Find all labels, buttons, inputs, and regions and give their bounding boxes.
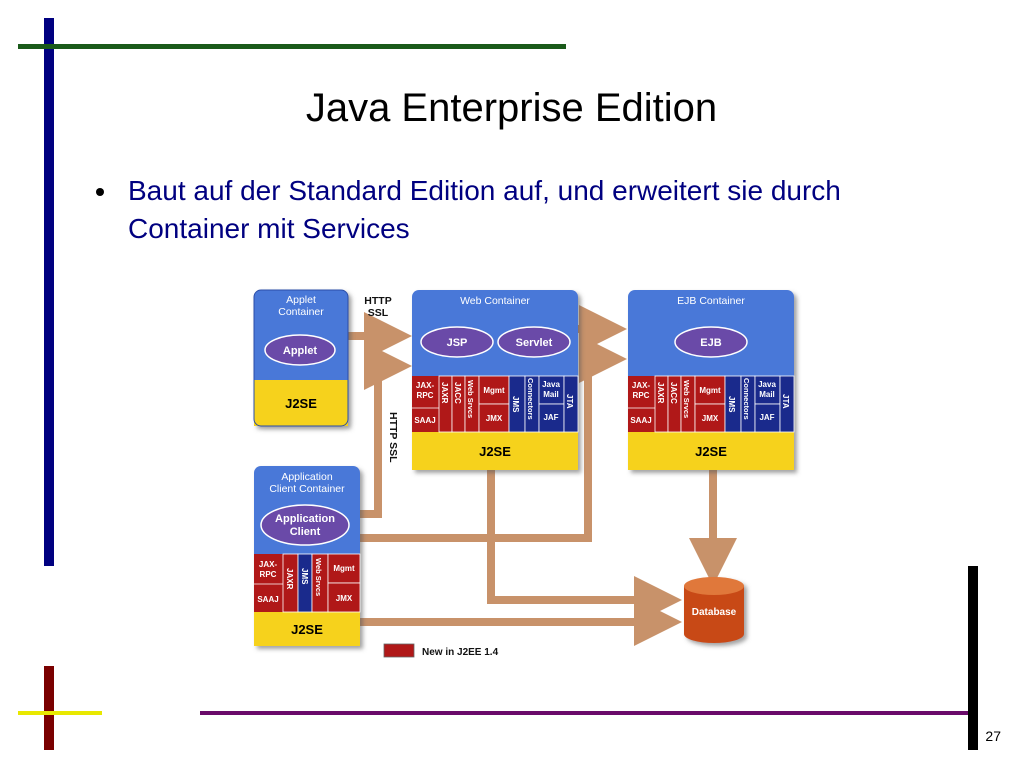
client-svc-rpc: RPC <box>260 570 277 579</box>
ejb-svc-connectors: Connectors <box>742 378 751 420</box>
app-client-pill <box>260 504 350 546</box>
applet-pill <box>264 334 336 366</box>
ejb-svc-saaj: SAAJ <box>630 416 651 425</box>
ejb-svc-jaxr: JAXR <box>656 382 665 404</box>
bottom-purple-line <box>200 711 978 715</box>
ssl-label-top: SSL <box>368 307 389 319</box>
j2ee-architecture-diagram: HTTP SSL HTTP SSL Applet Container Apple… <box>253 289 795 658</box>
right-black-bar <box>968 566 978 750</box>
legend-label: New in J2EE 1.4 <box>422 647 499 658</box>
servlet-pill <box>497 326 571 358</box>
client-svc-jmx: JMX <box>336 594 353 603</box>
ejb-services-block <box>628 375 795 433</box>
database-cylinder <box>684 577 744 643</box>
jsp-label: JSP <box>447 337 468 349</box>
ejb-svc-mgmt: Mgmt <box>699 386 721 395</box>
arrows <box>348 305 737 646</box>
ejb-pill <box>674 326 748 358</box>
web-svc-web-srvcs: Web Srvcs <box>466 380 475 418</box>
ejb-svc-jax: JAX- <box>632 381 651 390</box>
ejb-svc-java: Java <box>758 380 776 389</box>
http-label-top: HTTP <box>364 295 391 307</box>
web-svc-jacc: JACC <box>453 382 462 404</box>
bullet-marker <box>96 188 104 196</box>
app-client-services-block <box>254 553 361 613</box>
ejb-j2se-label: J2SE <box>695 444 727 459</box>
web-svc-jta: JTA <box>565 394 574 409</box>
arrow-client-to-ejb <box>360 335 627 542</box>
app-client-label-1: Application <box>275 513 335 525</box>
client-svc-jaxr: JAXR <box>285 568 294 590</box>
web-container-title: Web Container <box>460 295 530 307</box>
ejb-svc-web-srvcs: Web Srvcs <box>682 380 691 418</box>
client-svc-saaj: SAAJ <box>257 595 278 604</box>
arrow-client-to-web <box>360 342 412 518</box>
jsp-pill <box>420 326 494 358</box>
client-svc-mgmt: Mgmt <box>333 564 355 573</box>
ejb-svc-jmx: JMX <box>702 414 719 423</box>
applet-j2se-label: J2SE <box>285 396 317 411</box>
web-svc-jaf: JAF <box>543 413 558 422</box>
web-svc-jmx: JMX <box>486 414 503 423</box>
ejb-svc-jaf: JAF <box>759 413 774 422</box>
arrow-web-to-database <box>487 470 682 624</box>
ejb-svc-jacc: JACC <box>669 382 678 404</box>
client-svc-jms: JMS <box>300 568 309 585</box>
web-svc-jms: JMS <box>511 396 520 413</box>
http-ssl-vertical-label: HTTP SSL <box>387 412 399 463</box>
ejb-svc-mail: Mail <box>759 390 775 399</box>
app-client-j2se-label: J2SE <box>291 622 323 637</box>
database-label: Database <box>692 607 737 618</box>
top-green-line <box>18 44 566 49</box>
ejb-container-title: EJB Container <box>677 295 745 307</box>
app-client-title-2: Client Container <box>269 483 345 495</box>
slide-title: Java Enterprise Edition <box>305 86 718 130</box>
ejb-label: EJB <box>700 337 721 349</box>
bottom-yellow-line <box>18 711 102 715</box>
ejb-svc-jms: JMS <box>727 396 736 413</box>
servlet-label: Servlet <box>516 337 553 349</box>
web-svc-connectors: Connectors <box>526 378 535 420</box>
ejb-svc-rpc: RPC <box>633 391 650 400</box>
bullet-text: Baut auf der Standard Edition auf, und e… <box>128 175 841 244</box>
web-j2se-label: J2SE <box>479 444 511 459</box>
web-svc-rpc: RPC <box>417 391 434 400</box>
web-svc-mail: Mail <box>543 390 559 399</box>
app-client-title-1: Application <box>281 471 333 483</box>
web-services-block <box>412 375 579 433</box>
app-client-label-2: Client <box>290 526 321 538</box>
web-svc-mgmt: Mgmt <box>483 386 505 395</box>
web-svc-java: Java <box>542 380 560 389</box>
left-blue-bar <box>44 18 54 566</box>
client-svc-web-srvcs: Web Srvcs <box>314 558 323 596</box>
web-svc-saaj: SAAJ <box>414 416 435 425</box>
applet-container-title-2: Container <box>278 306 324 318</box>
web-svc-jax: JAX- <box>416 381 435 390</box>
client-svc-jax: JAX- <box>259 560 278 569</box>
ejb-svc-jta: JTA <box>781 394 790 409</box>
bottom-red-bar <box>44 666 54 750</box>
applet-label: Applet <box>283 345 318 357</box>
web-svc-jaxr: JAXR <box>440 382 449 404</box>
applet-container-title-1: Applet <box>286 294 316 306</box>
page-number: 27 <box>985 728 1001 744</box>
legend-swatch <box>383 643 415 658</box>
